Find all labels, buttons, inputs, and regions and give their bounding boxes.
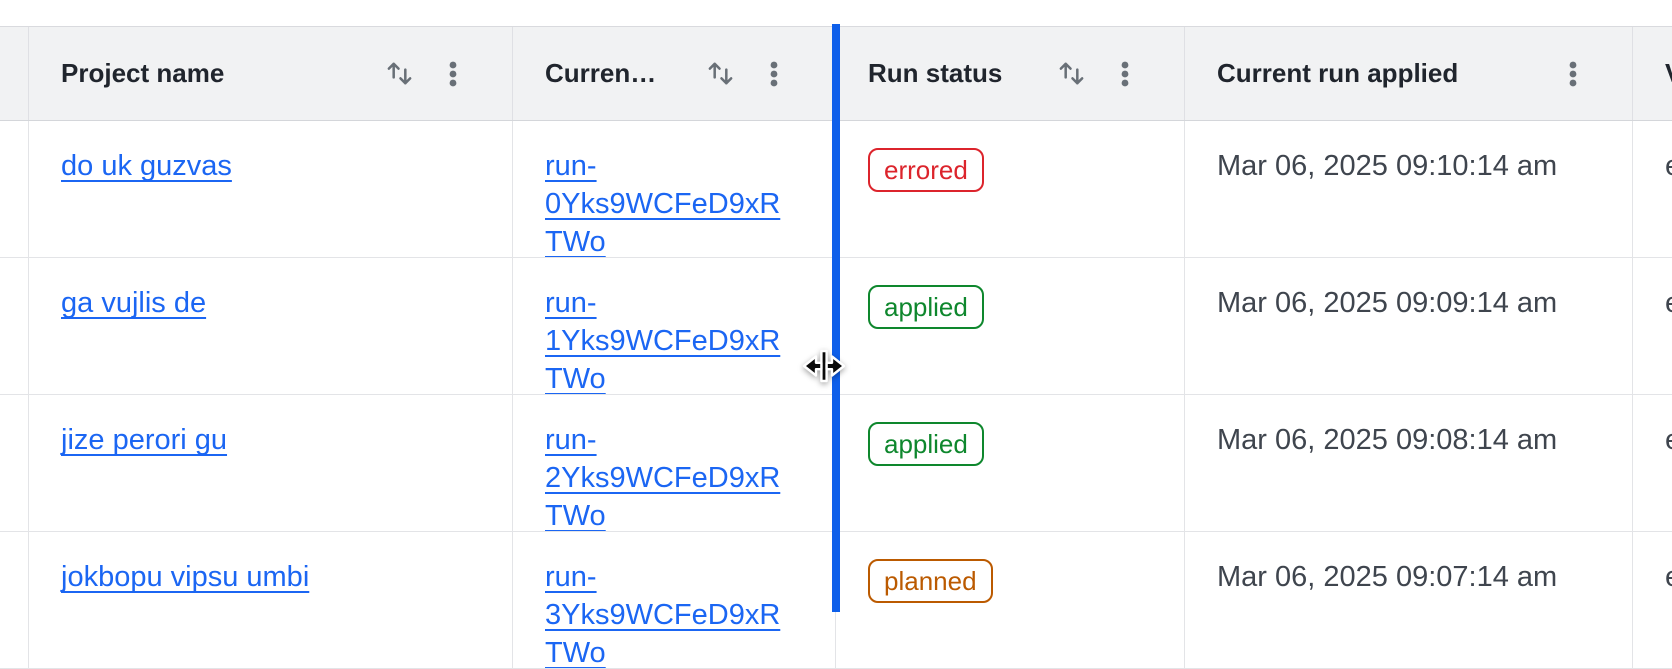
row-edge-cell: [0, 121, 29, 257]
column-header-label: Run status: [868, 58, 1003, 88]
column-header-run-status[interactable]: Run status: [836, 27, 1185, 120]
project-name-cell: do uk guzvas: [29, 121, 513, 257]
current-run-applied-timestamp: Mar 06, 2025 09:10:14 am: [1217, 150, 1558, 182]
sort-icon[interactable]: [383, 58, 416, 89]
project-name-cell: ga vujlis de: [29, 258, 513, 394]
column-header-clipped-column[interactable]: V: [1633, 27, 1672, 120]
current-run-applied-cell: Mar 06, 2025 09:07:14 am: [1185, 532, 1633, 668]
clipped-column-cell: e: [1633, 258, 1672, 394]
clipped-column-cell: e: [1633, 395, 1672, 531]
sort-icon[interactable]: [704, 58, 737, 89]
current-run-applied-timestamp: Mar 06, 2025 09:07:14 am: [1217, 561, 1558, 593]
clipped-cell-text: e: [1665, 424, 1672, 456]
run-status-badge: applied: [868, 422, 984, 466]
column-header-current-run[interactable]: Curren…: [513, 27, 836, 120]
column-header-icons: [1055, 58, 1140, 90]
current-run-link[interactable]: run-2Yks9WCFeD9xRTWo: [545, 424, 781, 531]
clipped-cell-text: e: [1665, 150, 1672, 182]
column-menu-kebab-icon[interactable]: [1110, 58, 1140, 90]
column-header-icons: [383, 58, 468, 90]
row-edge-cell: [0, 532, 29, 668]
current-run-link[interactable]: run-0Yks9WCFeD9xRTWo: [545, 150, 781, 257]
column-header-label: Project name: [61, 58, 225, 88]
clipped-column-cell: e: [1633, 532, 1672, 668]
project-link[interactable]: jokbopu vipsu umbi: [61, 561, 310, 593]
current-run-applied-timestamp: Mar 06, 2025 09:08:14 am: [1217, 424, 1558, 456]
project-link[interactable]: do uk guzvas: [61, 150, 232, 182]
column-header-project-name[interactable]: Project name: [29, 27, 513, 120]
column-menu-kebab-icon[interactable]: [1558, 58, 1588, 90]
current-run-applied-cell: Mar 06, 2025 09:09:14 am: [1185, 258, 1633, 394]
current-run-cell: run-3Yks9WCFeD9xRTWo: [513, 532, 836, 668]
project-name-cell: jize perori gu: [29, 395, 513, 531]
column-header-label: Current run applied: [1217, 58, 1459, 88]
current-run-cell: run-0Yks9WCFeD9xRTWo: [513, 121, 836, 257]
run-status-cell: applied: [836, 258, 1185, 394]
sort-icon[interactable]: [1055, 58, 1088, 89]
column-menu-kebab-icon[interactable]: [438, 58, 468, 90]
column-header-icons: [704, 58, 789, 90]
project-name-cell: jokbopu vipsu umbi: [29, 532, 513, 668]
project-link[interactable]: ga vujlis de: [61, 287, 207, 319]
current-run-applied-timestamp: Mar 06, 2025 09:09:14 am: [1217, 287, 1558, 319]
current-run-cell: run-1Yks9WCFeD9xRTWo: [513, 258, 836, 394]
clipped-column-cell: e: [1633, 121, 1672, 257]
current-run-applied-cell: Mar 06, 2025 09:08:14 am: [1185, 395, 1633, 531]
run-status-cell: applied: [836, 395, 1185, 531]
run-status-cell: errored: [836, 121, 1185, 257]
row-edge-cell: [0, 258, 29, 394]
column-header-icons: [1558, 58, 1588, 90]
run-status-cell: planned: [836, 532, 1185, 668]
column-header-label: V: [1665, 58, 1672, 89]
current-run-link[interactable]: run-1Yks9WCFeD9xRTWo: [545, 287, 781, 394]
run-status-badge: planned: [868, 559, 993, 603]
clipped-cell-text: e: [1665, 561, 1672, 593]
table-page: { "table": { "columns": [ {"id": "edge",…: [0, 24, 1672, 669]
current-run-applied-cell: Mar 06, 2025 09:10:14 am: [1185, 121, 1633, 257]
clipped-cell-text: e: [1665, 287, 1672, 319]
current-run-link[interactable]: run-3Yks9WCFeD9xRTWo: [545, 561, 781, 668]
column-menu-kebab-icon[interactable]: [759, 58, 789, 90]
current-run-cell: run-2Yks9WCFeD9xRTWo: [513, 395, 836, 531]
column-header-label: Curren…: [545, 58, 657, 88]
run-status-badge: applied: [868, 285, 984, 329]
project-link[interactable]: jize perori gu: [61, 424, 228, 456]
run-status-badge: errored: [868, 148, 984, 192]
column-header-edge[interactable]: [0, 27, 29, 120]
row-edge-cell: [0, 395, 29, 531]
column-header-current-run-applied[interactable]: Current run applied: [1185, 27, 1633, 120]
column-resize-indicator[interactable]: [832, 24, 840, 612]
